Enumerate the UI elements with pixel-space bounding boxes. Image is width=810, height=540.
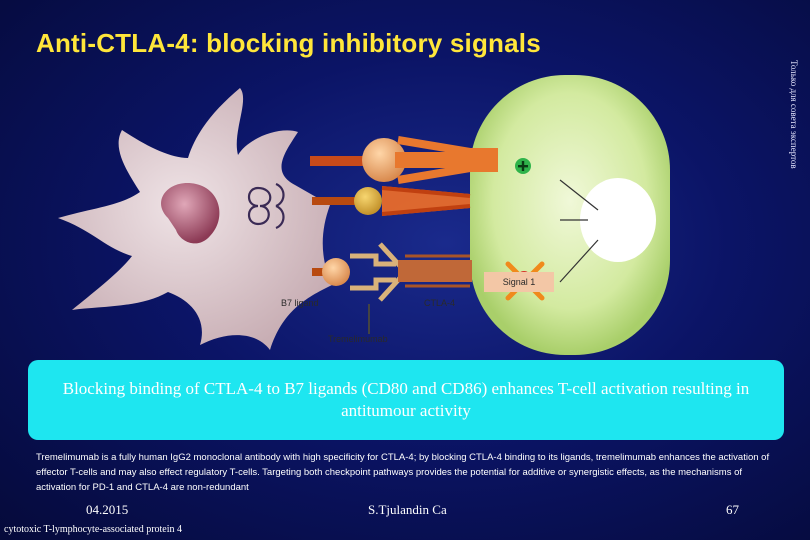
side-note: Только для совета экспертов: [789, 60, 799, 169]
dc-golgi: [247, 182, 285, 230]
mechanism-diagram: Signal 1 B7 ligand CTLA-4 Tremelimumab: [0, 60, 810, 360]
page-number: 67: [726, 502, 739, 517]
t-cell: [470, 75, 670, 355]
costim-receptor-top: [310, 136, 498, 184]
slide-title: Anti-CTLA-4: blocking inhibitory signals: [36, 28, 541, 58]
key-message-callout: Blocking binding of CTLA-4 to B7 ligands…: [28, 360, 784, 440]
signal-1-label: Signal 1: [484, 272, 554, 292]
description-text: Tremelimumab is a fully human IgG2 monoc…: [36, 452, 770, 493]
ctla4-label: CTLA-4: [424, 298, 456, 308]
mechanism-illustration: [58, 75, 670, 355]
dc-nucleus: [161, 182, 220, 244]
footer-author: S.Tjulandin Ca: [368, 502, 447, 517]
tremelimumab-label: Tremelimumab: [328, 334, 388, 344]
key-message-text: Blocking binding of CTLA-4 to B7 ligands…: [62, 379, 750, 420]
mhc-tcr-complex: [312, 186, 471, 216]
activation-plus: [515, 158, 531, 174]
t-cell-nucleus: [580, 178, 656, 262]
ctla4-complex: [312, 242, 472, 334]
footer-date: 04.2015: [86, 502, 129, 517]
dendritic-cell: [58, 88, 332, 350]
footnote: cytotoxic T-lymphocyte-associated protei…: [4, 524, 183, 535]
tremelimumab-antibody: [350, 242, 402, 302]
b7-ligand-label: B7 ligand: [281, 298, 319, 308]
